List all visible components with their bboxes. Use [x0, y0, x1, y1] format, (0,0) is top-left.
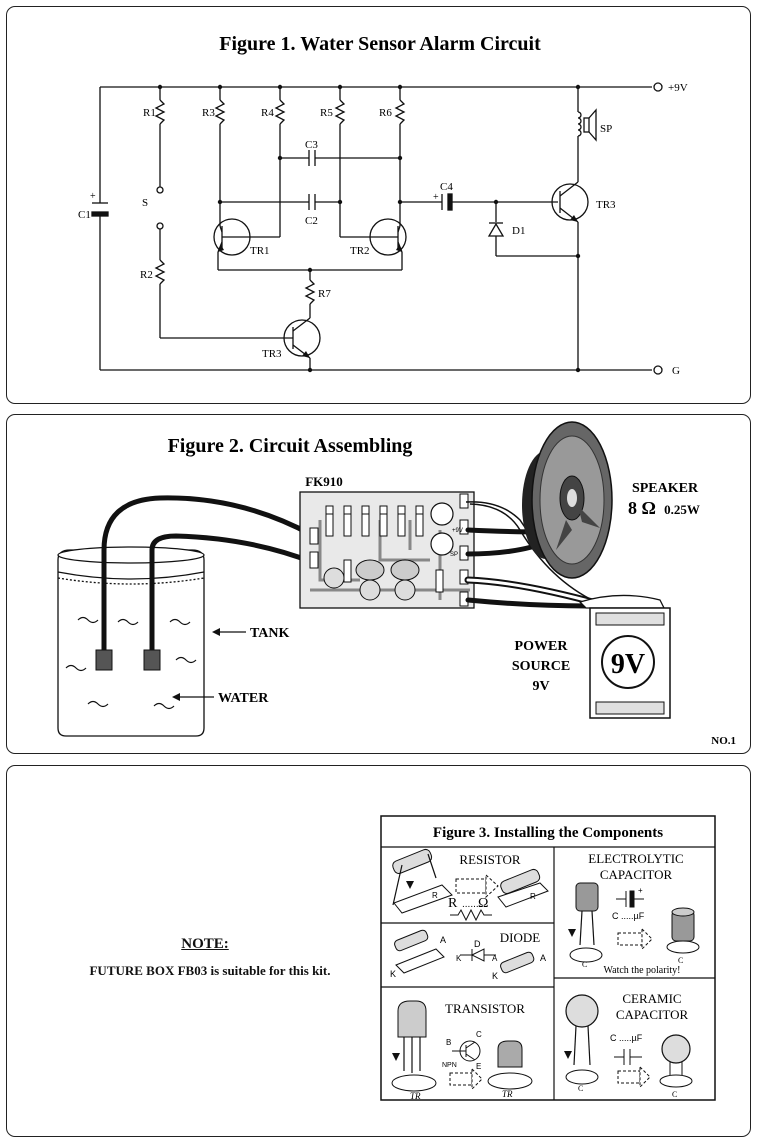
ceramic-section: CERAMIC CAPACITOR C C .....µF C [564, 991, 693, 1099]
figure1-panel [6, 6, 751, 404]
electrolytic-section: ELECTROLYTIC CAPACITOR C + C .....µF C W… [568, 851, 700, 976]
ceramic-c-mark-2: C [672, 1090, 677, 1099]
pad-v-label: +9V [452, 528, 463, 534]
diode-d: D [474, 939, 481, 949]
water-label: WATER [218, 691, 269, 706]
circuit-board: +9V SP [299, 491, 475, 609]
transistor-label: TRANSISTOR [445, 1001, 525, 1016]
label-r6: R6 [379, 107, 392, 119]
tank-label: TANK [250, 626, 290, 641]
note-text: FUTURE BOX FB03 is suitable for this kit… [89, 963, 331, 978]
figure1-title: Figure 1. Water Sensor Alarm Circuit [219, 33, 541, 55]
note-title: NOTE: [181, 936, 229, 952]
resistor-formula-unit: Ω [478, 896, 488, 911]
label-tr3-lower: TR3 [262, 348, 282, 360]
transistor-section: TRANSISTOR TR B C E NPN TR [391, 1000, 533, 1101]
electrolytic-line1: ELECTROLYTIC [588, 851, 683, 866]
electrolytic-c-mark-2: C [678, 956, 683, 965]
figure3-title: Figure 3. Installing the Components [433, 825, 663, 841]
label-tr2: TR2 [350, 245, 370, 257]
water-waves [65, 616, 197, 710]
label-r5: R5 [320, 107, 333, 119]
label-tr1: TR1 [250, 245, 270, 257]
tank [57, 546, 205, 737]
label-r7: R7 [318, 288, 331, 300]
diode-a-1: A [440, 935, 446, 945]
diode-label: DIODE [500, 930, 540, 945]
label-s: S [142, 197, 148, 209]
diode-a-2: A [492, 954, 498, 963]
speaker-ohm: 8 Ω [628, 498, 656, 518]
diode-section: DIODE K A D K A K A [390, 929, 546, 981]
ceramic-value: C .....µF [610, 1033, 643, 1043]
diode-k-1: K [390, 969, 396, 979]
figure1-schematic: Figure 1. Water Sensor Alarm Circuit [78, 33, 688, 377]
resistor-section: RESISTOR R R R ...... Ω [392, 848, 549, 922]
speaker-label: SPEAKER [632, 481, 699, 496]
pin-e: E [476, 1062, 481, 1071]
label-c3: C3 [305, 139, 318, 151]
power-line2: SOURCE [512, 659, 570, 674]
label-gnd: G [672, 365, 680, 377]
label-r3: R3 [202, 107, 215, 119]
label-sp: SP [600, 123, 612, 135]
polarity-note: Watch the polarity! [604, 965, 681, 976]
pin-b: B [446, 1038, 451, 1047]
resistor-formula-r: R [448, 896, 458, 911]
diode-a-3: A [540, 953, 546, 963]
battery-text: 9V [611, 649, 645, 680]
power-line1: POWER [515, 639, 569, 654]
npn-label: NPN [442, 1062, 457, 1069]
board-label: FK910 [305, 474, 343, 489]
figure3-components: Figure 3. Installing the Components RESI… [380, 815, 716, 1101]
label-c4-plus: + [433, 192, 439, 203]
svg-text:+: + [638, 886, 643, 895]
transistor-pcb-mark-2: TR [502, 1089, 513, 1099]
speaker-watt: 0.25W [664, 502, 700, 517]
page-number: NO.1 [711, 735, 736, 747]
svg-text:......: ...... [462, 899, 479, 910]
label-d1: D1 [512, 225, 525, 237]
ceramic-c-mark: C [578, 1084, 583, 1093]
electrolytic-value: C .....µF [612, 911, 645, 921]
diode-k-2: K [456, 954, 462, 963]
battery-9v: 9V [578, 594, 671, 719]
resistor-label: RESISTOR [459, 852, 520, 867]
diode-k-3: K [492, 971, 498, 981]
label-tr3-upper: TR3 [596, 199, 616, 211]
electrolytic-c-mark: C [582, 960, 587, 969]
power-line3: 9V [532, 679, 549, 694]
figure2-title: Figure 2. Circuit Assembling [168, 435, 413, 457]
label-c1: C1 [78, 209, 91, 221]
label-vplus: +9V [668, 82, 688, 94]
speaker-icon [522, 421, 613, 579]
resistor-pcb-mark: R [432, 891, 438, 900]
label-r4: R4 [261, 107, 274, 119]
ceramic-line2: CAPACITOR [616, 1007, 689, 1022]
label-c1-plus: + [90, 191, 96, 202]
transistor-pcb-mark-1: TR [410, 1091, 421, 1101]
label-r2: R2 [140, 269, 153, 281]
pin-c: C [476, 1030, 482, 1039]
resistor-pcb-mark-2: R [530, 892, 536, 901]
label-c2: C2 [305, 215, 318, 227]
pad-sp-label: SP [450, 552, 458, 558]
label-r1: R1 [143, 107, 156, 119]
label-c4: C4 [440, 181, 453, 193]
electrolytic-line2: CAPACITOR [600, 867, 673, 882]
figure2-assembly: Figure 2. Circuit Assembling FK910 [57, 421, 736, 747]
ceramic-line1: CERAMIC [622, 991, 681, 1006]
